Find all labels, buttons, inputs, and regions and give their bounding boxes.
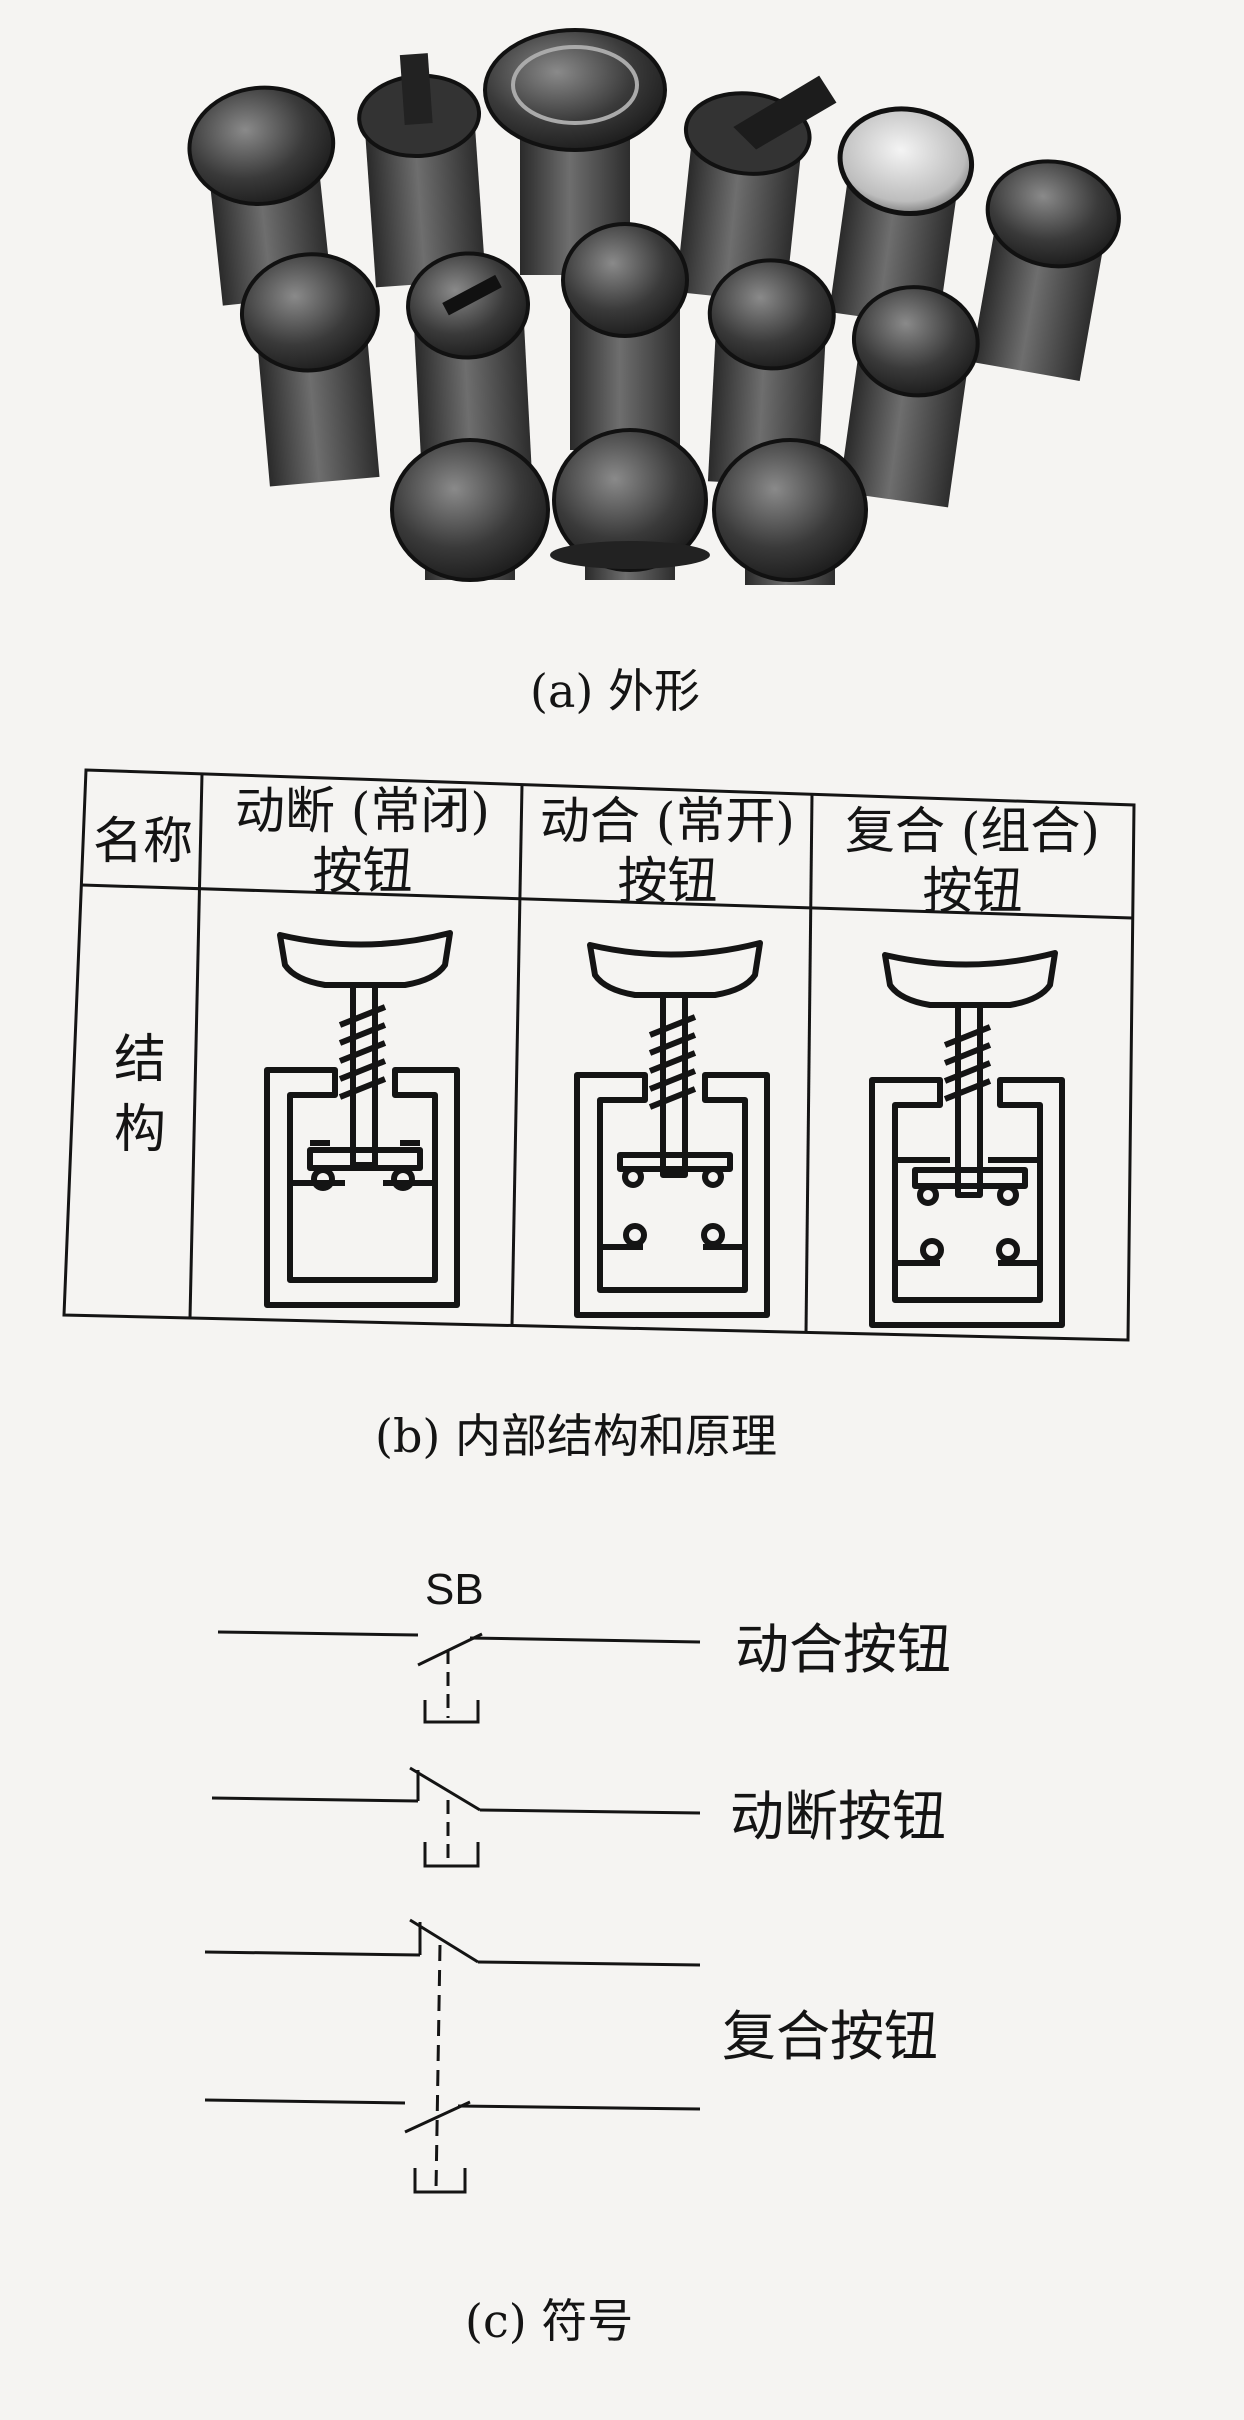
col-nc-title-2: 按钮	[312, 842, 413, 900]
button-unit-12	[390, 438, 550, 582]
no-button-structure	[574, 940, 770, 1318]
table-border	[62, 768, 1136, 1342]
caption-b: (b) 内部结构和原理	[375, 1409, 777, 1463]
button-unit-13	[550, 428, 710, 580]
compound-button-structure	[869, 950, 1065, 1328]
col-no-title-1: 动合 (常开)	[540, 792, 795, 850]
structure-table	[62, 768, 1136, 1342]
row-structure-label-1: 结	[113, 1030, 166, 1090]
button-unit-2	[357, 53, 486, 288]
button-unit-14	[712, 438, 868, 585]
col-combo-title-2: 按钮	[922, 862, 1023, 920]
label-compound-button: 复合按钮	[722, 2005, 938, 2068]
button-unit-7	[239, 252, 380, 487]
header-name-label: 名称	[93, 812, 193, 870]
row-structure-label-2: 构	[113, 1100, 166, 1160]
col-combo-title-1: 复合 (组合)	[845, 802, 1100, 860]
col-no-title-2: 按钮	[617, 852, 718, 910]
button-unit-11	[839, 285, 980, 508]
pushbutton-photo	[187, 28, 1121, 585]
label-no-button: 动合按钮	[735, 1618, 951, 1681]
label-nc-button: 动断按钮	[730, 1785, 946, 1848]
col-nc-title-1: 动断 (常闭)	[235, 782, 490, 840]
caption-a: (a) 外形	[530, 664, 700, 718]
button-unit-1	[187, 85, 336, 306]
sb-designator: SB	[425, 1565, 484, 1614]
nc-button-structure	[264, 930, 460, 1308]
button-unit-9	[561, 222, 689, 450]
button-unit-6	[971, 159, 1121, 381]
button-unit-8	[406, 251, 532, 479]
button-unit-4	[675, 75, 837, 304]
caption-c: (c) 符号	[465, 2294, 634, 2348]
header-divider	[81, 883, 1133, 920]
button-unit-5	[829, 106, 975, 328]
